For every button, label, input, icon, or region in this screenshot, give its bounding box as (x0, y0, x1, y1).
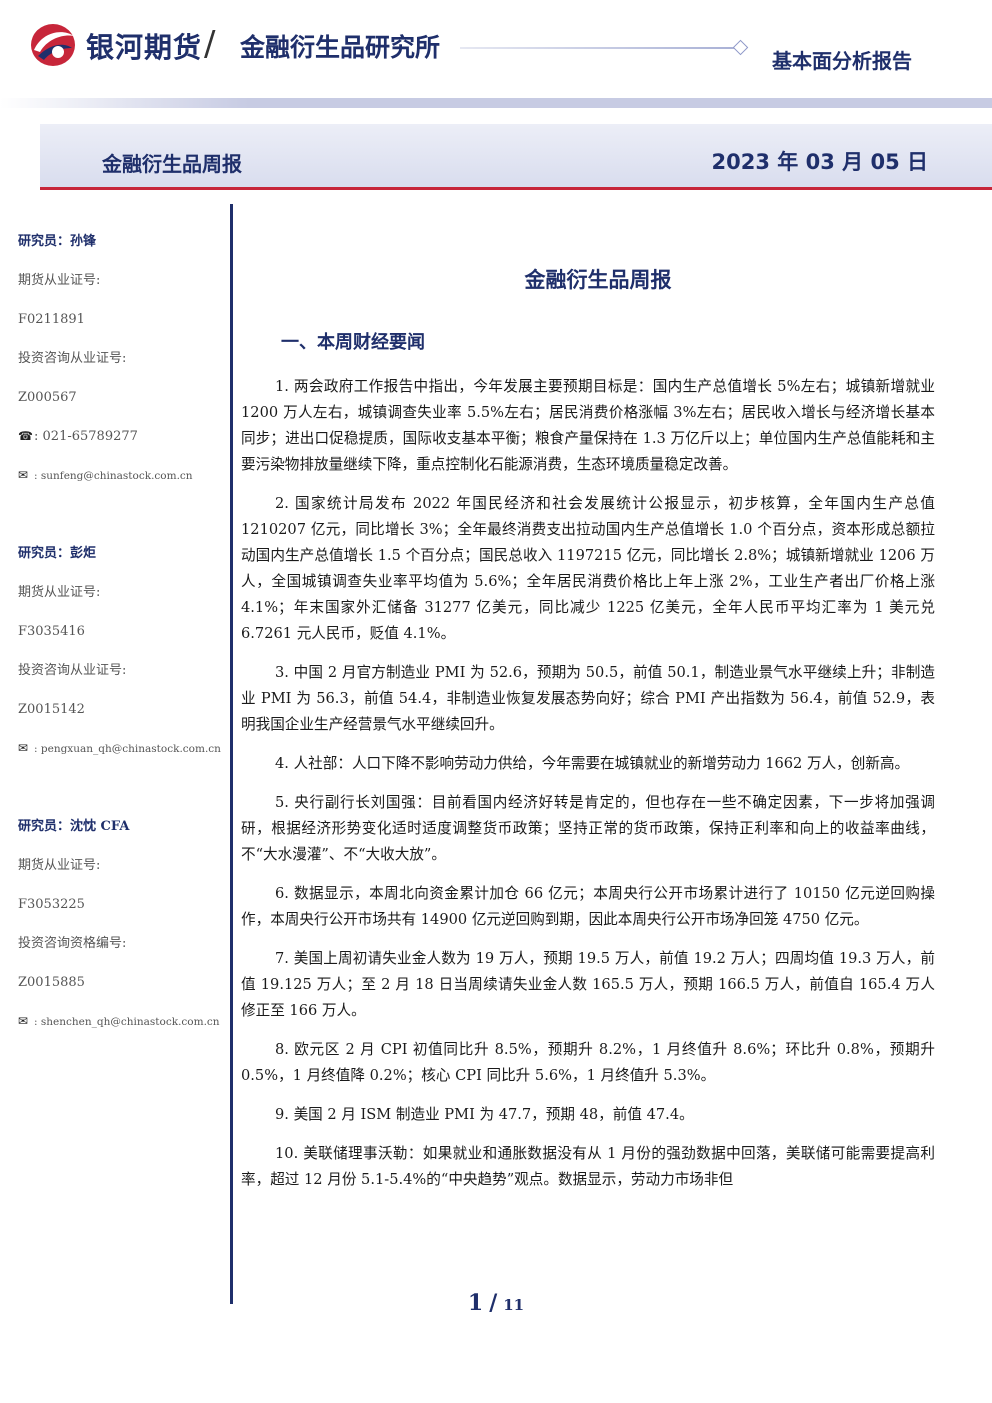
page-number: 1/ 11 (0, 1290, 992, 1316)
phone-row: ☎: 021-65789277 (18, 417, 228, 456)
phone-icon: ☎ (18, 429, 33, 443)
news-item: 10. 美联储理事沃勒：如果就业和通胀数据没有从 1 月份的强劲数据中回落，美联… (241, 1145, 935, 1188)
page-separator: / (489, 1290, 498, 1316)
researcher-sidebar: 研究员：孙锋 期货从业证号: F0211891 投资咨询从业证号: Z00056… (18, 222, 228, 1041)
researcher-name: 研究员：沈忱 CFA (18, 819, 130, 834)
researcher-card: 研究员：彭炬 期货从业证号: F3035416 投资咨询从业证号: Z00151… (18, 534, 228, 768)
institute-name: 金融衍生品研究所 (240, 33, 441, 62)
page-total: 11 (503, 1296, 525, 1314)
researcher-name: 研究员：彭炬 (18, 546, 97, 561)
news-item: 2. 国家统计局发布 2022 年国民经济和社会发展统计公报显示，初步核算，全年… (241, 495, 935, 642)
researcher-card: 研究员：沈忱 CFA 期货从业证号: F3053225 投资咨询资格编号: Z0… (18, 807, 228, 1041)
header-slash: / (204, 24, 216, 64)
researcher-name: 研究员：孙锋 (18, 234, 97, 249)
title-band: 金融衍生品周报 2023 年 03 月 05 日 (40, 124, 992, 190)
main-content: 金融衍生品周报 一、本周财经要闻 1. 两会政府工作报告中指出，今年发展主要预期… (241, 262, 935, 1206)
report-type: 基本面分析报告 (772, 49, 912, 73)
email-link[interactable]: pengxuan_qh@chinastock.com.cn (40, 743, 221, 755)
consult-label: 投资咨询从业证号: (18, 663, 127, 678)
consult-number: Z0015142 (18, 702, 85, 717)
header-band (0, 98, 992, 108)
consult-number: Z0015885 (18, 975, 85, 990)
cert-number: F3053225 (18, 897, 85, 912)
cert-number: F3035416 (18, 624, 85, 639)
header-diamond-icon (732, 39, 749, 56)
sidebar-divider (230, 204, 233, 1304)
consult-label: 投资咨询资格编号: (18, 936, 127, 951)
document-title: 金融衍生品周报 (524, 268, 672, 292)
cert-label: 期货从业证号: (18, 273, 101, 288)
news-item: 8. 欧元区 2 月 CPI 初值同比升 8.5%，预期升 8.2%，1 月终值… (241, 1041, 935, 1084)
section-heading: 一、本周财经要闻 (281, 332, 425, 353)
band-title: 金融衍生品周报 (102, 152, 242, 176)
email-link[interactable]: sunfeng@chinastock.com.cn (40, 470, 193, 482)
galaxy-logo-icon (31, 24, 75, 66)
news-item: 4. 人社部：人口下降不影响劳动力供给，今年需要在城镇就业的新增劳动力 1662… (275, 755, 910, 772)
news-item: 7. 美国上周初请失业金人数为 19 万人，预期 19.5 万人，前值 19.2… (241, 950, 935, 1019)
news-item: 5. 央行副行长刘国强：目前看国内经济好转是肯定的，但也存在一些不确定因素，下一… (241, 794, 935, 863)
page-header: 银河期货 / 金融衍生品研究所 基本面分析报告 (0, 0, 992, 100)
cert-label: 期货从业证号: (18, 858, 101, 873)
email-link[interactable]: shenchen_qh@chinastock.com.cn (40, 1016, 220, 1028)
page-current: 1 (467, 1290, 484, 1316)
cert-label: 期货从业证号: (18, 585, 101, 600)
news-list: 1. 两会政府工作报告中指出，今年发展主要预期目标是：国内生产总值增长 5%左右… (241, 374, 935, 1193)
report-date: 2023 年 03 月 05 日 (711, 150, 928, 174)
cert-number: F0211891 (18, 312, 85, 327)
email-icon: ✉ (18, 1014, 29, 1028)
news-item: 3. 中国 2 月官方制造业 PMI 为 52.6，预期为 50.5，前值 50… (241, 664, 935, 733)
phone-number: 021-65789277 (42, 429, 138, 444)
header-decor-line (460, 47, 736, 49)
news-item: 6. 数据显示，本周北向资金累计加仓 66 亿元；本周央行公开市场累计进行了 1… (241, 885, 935, 928)
icon-separator: : (34, 429, 39, 444)
consult-number: Z000567 (18, 390, 77, 405)
icon-separator: : (34, 470, 38, 482)
email-icon: ✉ (18, 741, 29, 755)
news-item: 9. 美国 2 月 ISM 制造业 PMI 为 47.7，预期 48，前值 47… (275, 1106, 694, 1123)
email-row: ✉: pengxuan_qh@chinastock.com.cn (18, 729, 228, 768)
researcher-card: 研究员：孙锋 期货从业证号: F0211891 投资咨询从业证号: Z00056… (18, 222, 228, 495)
email-row: ✉: sunfeng@chinastock.com.cn (18, 456, 228, 495)
email-row: ✉: shenchen_qh@chinastock.com.cn (18, 1002, 228, 1041)
news-item: 1. 两会政府工作报告中指出，今年发展主要预期目标是：国内生产总值增长 5%左右… (241, 378, 935, 473)
icon-separator: : (34, 743, 38, 755)
email-icon: ✉ (18, 468, 29, 482)
brand-name: 银河期货 (86, 31, 203, 64)
consult-label: 投资咨询从业证号: (18, 351, 127, 366)
icon-separator: : (34, 1016, 38, 1028)
